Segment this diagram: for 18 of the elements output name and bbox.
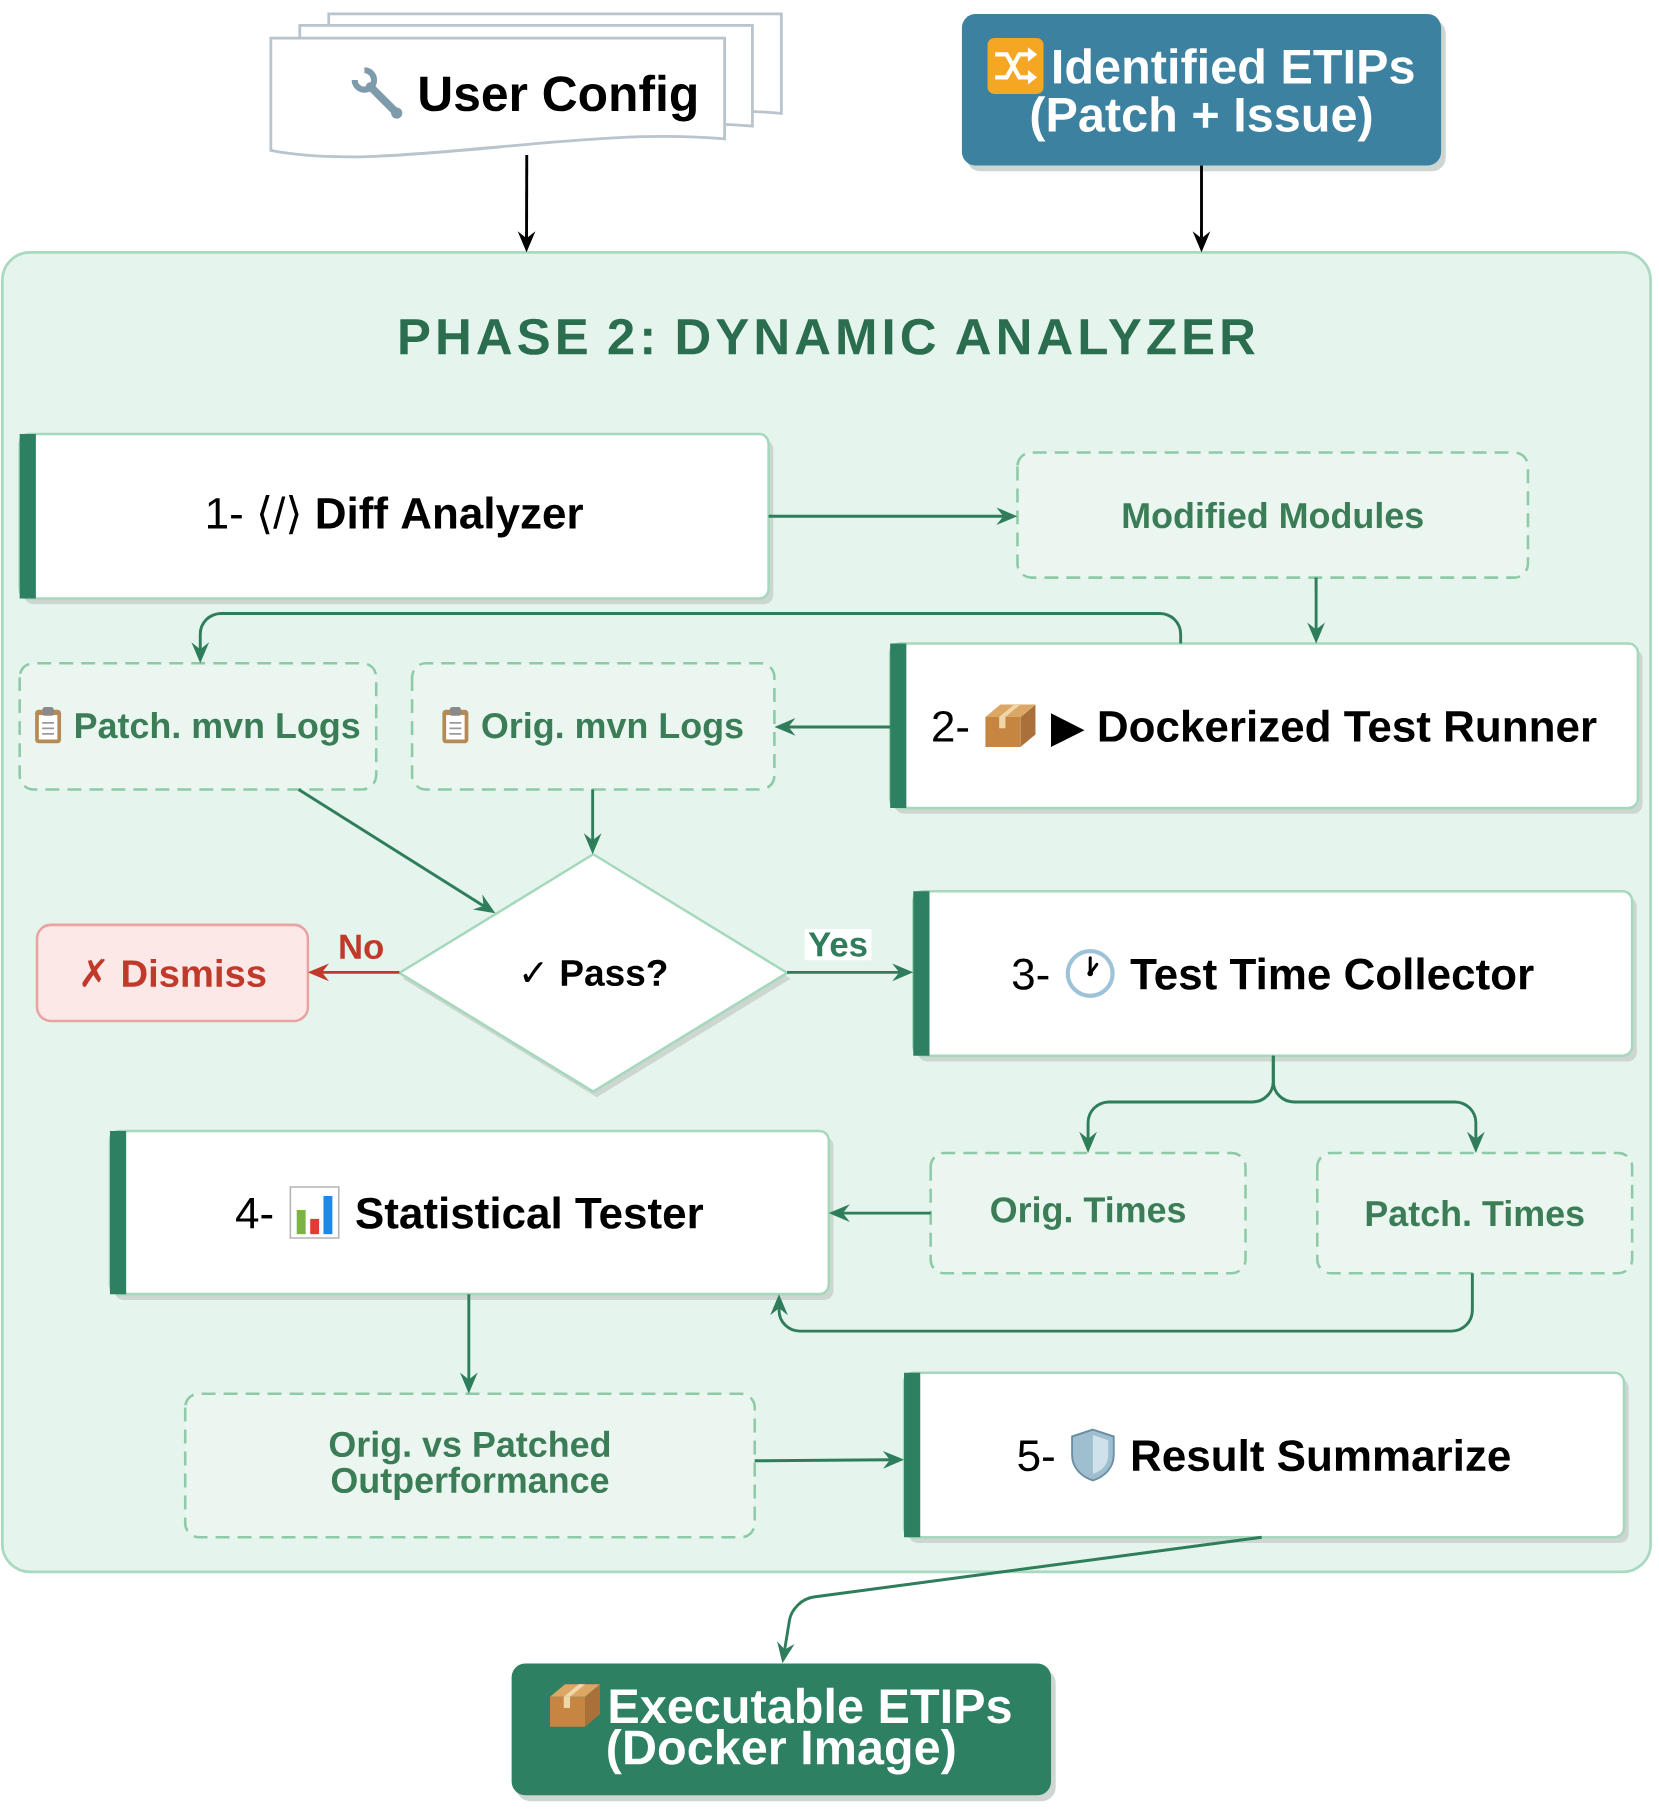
- process-box: 1- ⟨/⟩ Diff Analyzer: [18, 432, 774, 605]
- process-box: 3- Test Time Collector: [912, 890, 1637, 1062]
- process-box: 4- Statistical Tester: [108, 1129, 834, 1300]
- dashed-box: Patch. Times: [1316, 1151, 1634, 1275]
- edge-label: No: [334, 931, 388, 963]
- output-card: Executable ETIPs (Docker Image): [511, 1663, 1056, 1802]
- process-box: 2- ▶ Dockerized Test Runner: [889, 642, 1643, 814]
- document-stack: User Config: [269, 12, 783, 159]
- edge-label: Yes: [804, 928, 872, 961]
- source-card: Identified ETIPs (Patch + Issue): [962, 13, 1446, 172]
- dashed-box: Orig. Times: [929, 1151, 1247, 1275]
- process-box: 5- Result Summarize: [902, 1371, 1629, 1543]
- arrow: [770, 1273, 1474, 1333]
- dashed-box: Patch. mvn Logs: [18, 662, 378, 791]
- reject-box: ✗ Dismiss: [35, 923, 310, 1023]
- dashed-box: Orig. vs Patched Outperformance: [184, 1392, 757, 1539]
- dashed-box: Modified Modules: [1016, 451, 1530, 579]
- dashed-box: Orig. mvn Logs: [410, 662, 776, 791]
